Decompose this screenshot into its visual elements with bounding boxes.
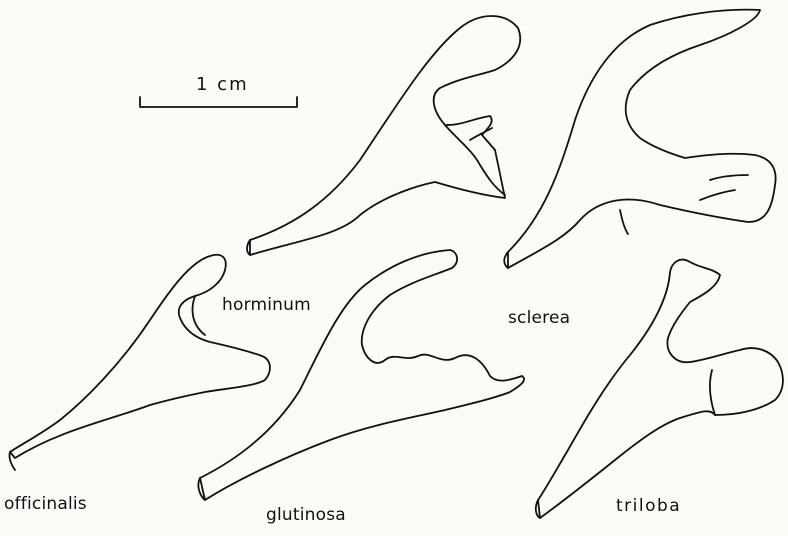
scale-bar: [140, 97, 297, 107]
scale-bar-label: 1 cm: [196, 74, 249, 95]
specimen-glutinosa-outline: [198, 250, 524, 500]
specimen-label-sclerea: sclerea: [508, 308, 570, 328]
specimen-horminum-outline: [247, 16, 520, 255]
specimen-label-officinalis: officinalis: [4, 494, 87, 514]
specimen-triloba-outline: [536, 260, 783, 518]
specimen-sclerea-outline: [504, 10, 775, 268]
specimen-label-triloba: triloba: [616, 496, 681, 516]
specimen-officinalis-outline: [9, 255, 269, 470]
specimen-label-horminum: horminum: [222, 295, 311, 315]
specimen-label-glutinosa: glutinosa: [266, 505, 346, 525]
